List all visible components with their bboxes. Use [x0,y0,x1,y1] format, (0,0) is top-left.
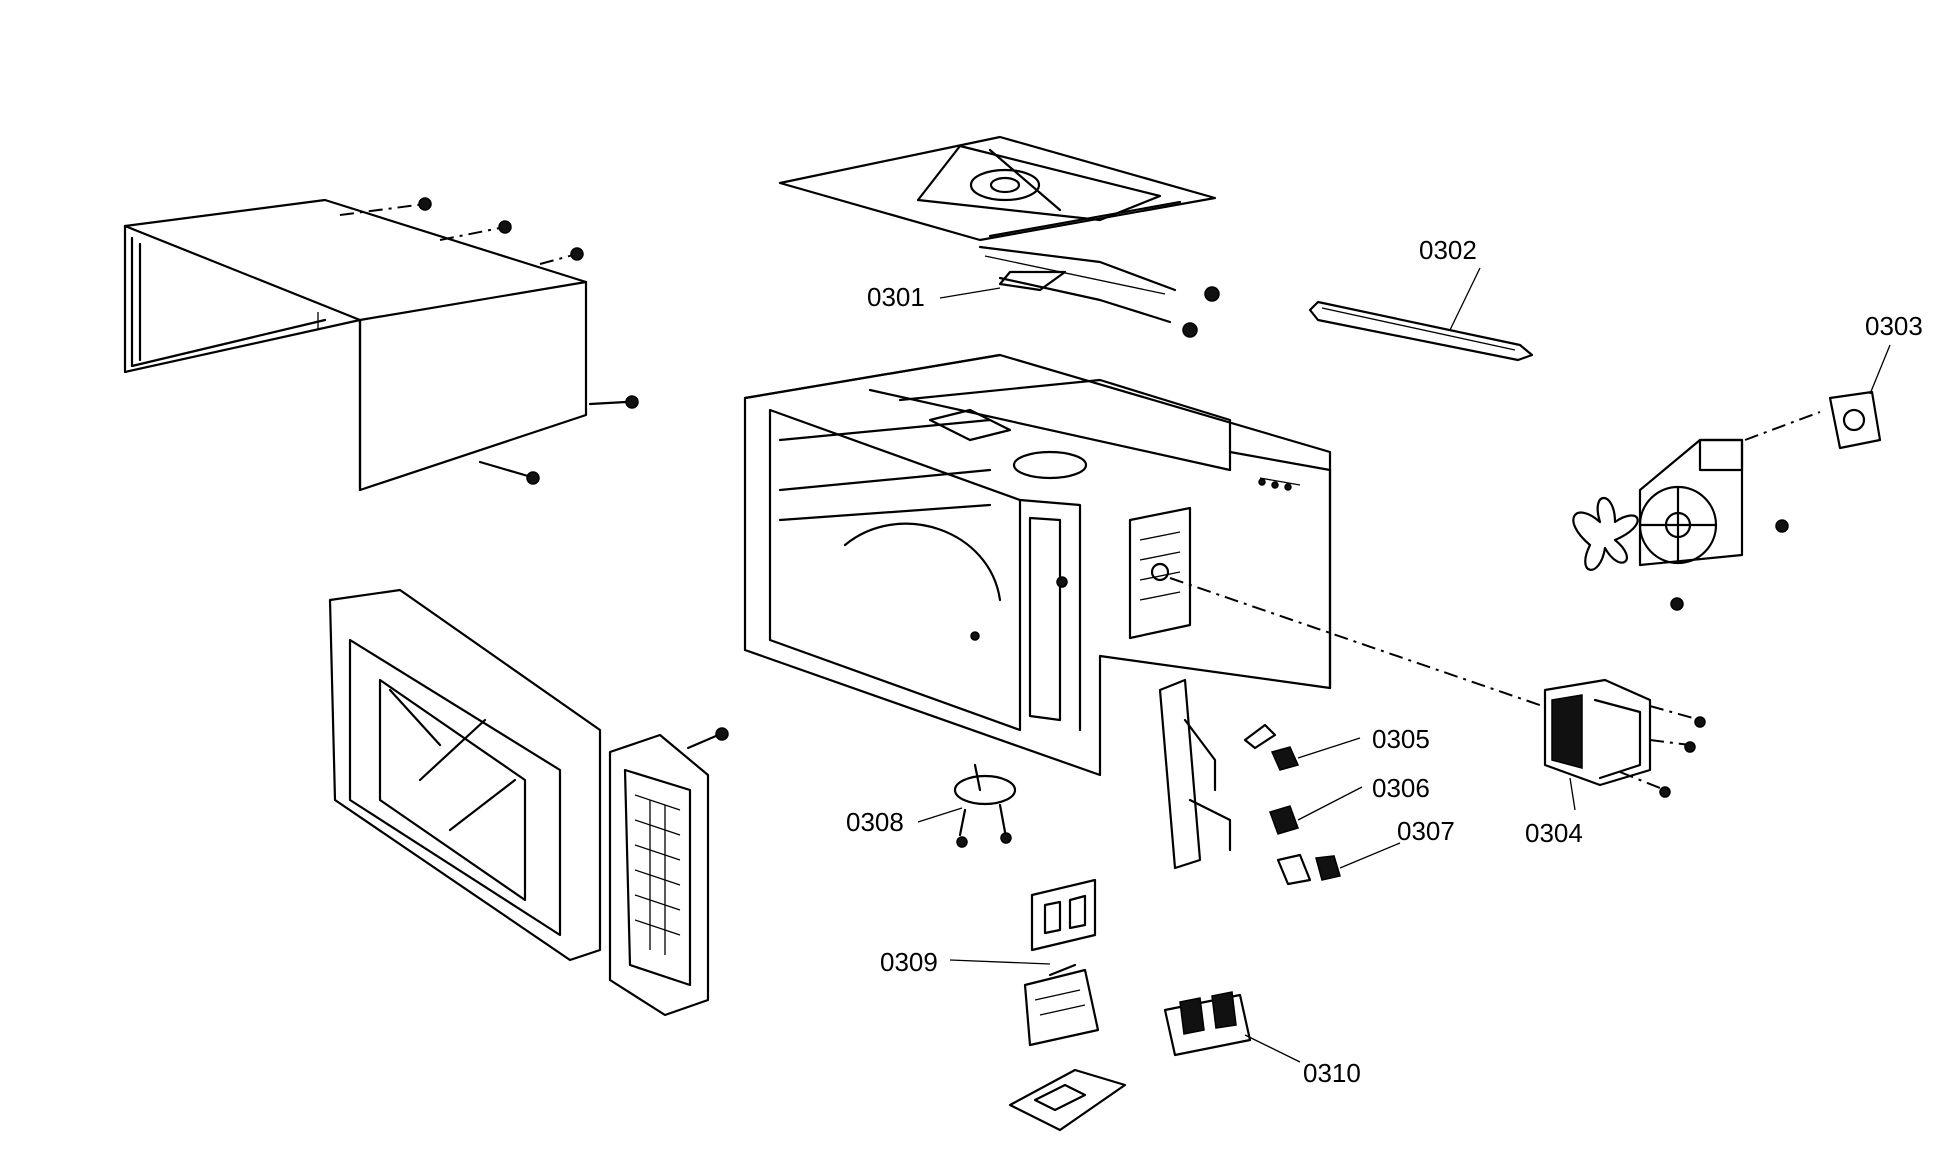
label-0304: 0304 [1525,818,1583,848]
thermostat [953,763,1017,848]
heater-element [978,245,1220,338]
label-0307: 0307 [1397,816,1455,846]
label-0306: 0306 [1372,773,1430,803]
cavity-to-transformer-axis [1169,577,1561,713]
relay-board [1008,878,1127,1132]
door-gasket [1308,300,1534,362]
label-0303: 0303 [1865,311,1923,341]
fan-motor-assembly [1572,390,1882,611]
label-0302: 0302 [1419,235,1477,265]
leader-lines [917,267,1891,1063]
label-0309: 0309 [880,947,938,977]
door-frame [328,588,602,962]
oven-cavity [743,353,1332,777]
high-voltage-transformer [1543,678,1706,798]
control-panel [608,727,729,1017]
fuse-holder [1163,991,1252,1057]
top-plate [778,135,1217,242]
interlock-bracket [1158,678,1277,870]
outer-cabinet-cover [123,198,588,492]
label-0305: 0305 [1372,724,1430,754]
label-0301: 0301 [867,282,925,312]
label-0308: 0308 [846,807,904,837]
label-0310: 0310 [1303,1058,1361,1088]
cover-screws [339,197,639,485]
micro-switches [1269,746,1341,886]
